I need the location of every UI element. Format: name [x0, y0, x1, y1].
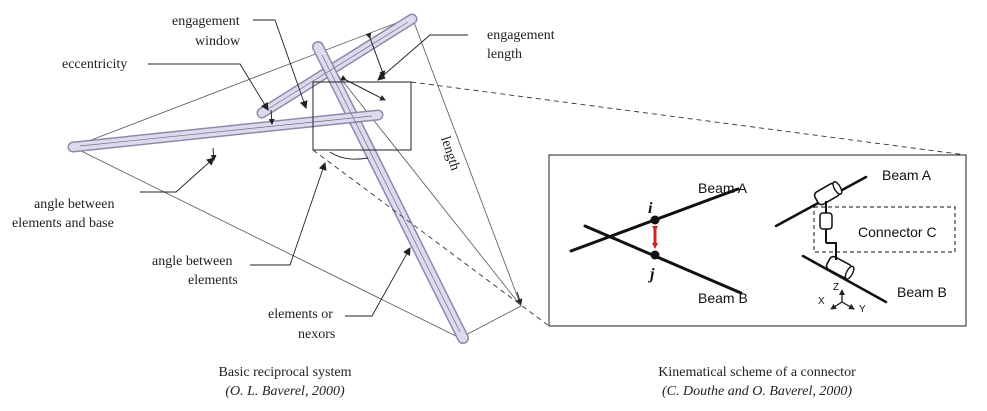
left-caption: Basic reciprocal system [219, 365, 352, 380]
connector-box [813, 206, 956, 253]
beam-b-line [583, 224, 743, 295]
leader-lines [140, 19, 468, 317]
engagement-window-label-1: engagement [172, 14, 240, 29]
eccentricity-label: eccentricity [62, 57, 127, 72]
zoom-line-bottom [312, 149, 550, 327]
engagement-window-label-2: window [195, 34, 241, 49]
connector-scheme-diagram: i j Beam A Beam B [548, 154, 967, 399]
axes-triad [830, 289, 855, 310]
engagement-length-label-1: engagement [487, 28, 555, 43]
beam-b-label-2: Beam B [897, 284, 947, 300]
angle-base-label-2: elements and base [12, 216, 114, 231]
point-j-label: j [647, 266, 655, 283]
elements-nexors-label-1: elements or [268, 307, 333, 322]
point-i-label: i [648, 200, 653, 217]
right-caption: Kinematical scheme of a connector [658, 365, 856, 380]
zoom-box [312, 81, 412, 151]
base-lines [72, 16, 522, 339]
lower-sleeve [825, 255, 855, 280]
piston [819, 212, 833, 230]
connector-label: Connector C [858, 224, 937, 240]
angle-elements-label-1: angle between [152, 254, 232, 269]
point-i [650, 215, 660, 225]
beam-b-label: Beam B [698, 290, 748, 306]
right-credit: (C. Douthe and O. Baverel, 2000) [662, 384, 852, 399]
beam-a-label-2: Beam A [882, 167, 932, 183]
connector-mechanism [774, 175, 956, 310]
axis-y-label: Y [859, 304, 866, 315]
angle-base-label-1: angle between [34, 197, 114, 212]
upper-sleeve [813, 181, 843, 206]
axis-x-label: X [818, 296, 825, 307]
beam-b-line-2 [801, 254, 888, 304]
rods [67, 13, 469, 344]
dimension-marks [210, 32, 523, 305]
elements-nexors-label-2: nexors [298, 327, 335, 342]
beam-a-label: Beam A [698, 180, 748, 196]
zoom-line-top [410, 81, 967, 156]
left-credit: (O. L. Baverel, 2000) [225, 384, 345, 399]
point-j [650, 250, 660, 260]
angle-elements-label-2: elements [188, 273, 238, 288]
engagement-length-label-2: length [487, 47, 522, 62]
axis-z-label: Z [833, 282, 839, 293]
